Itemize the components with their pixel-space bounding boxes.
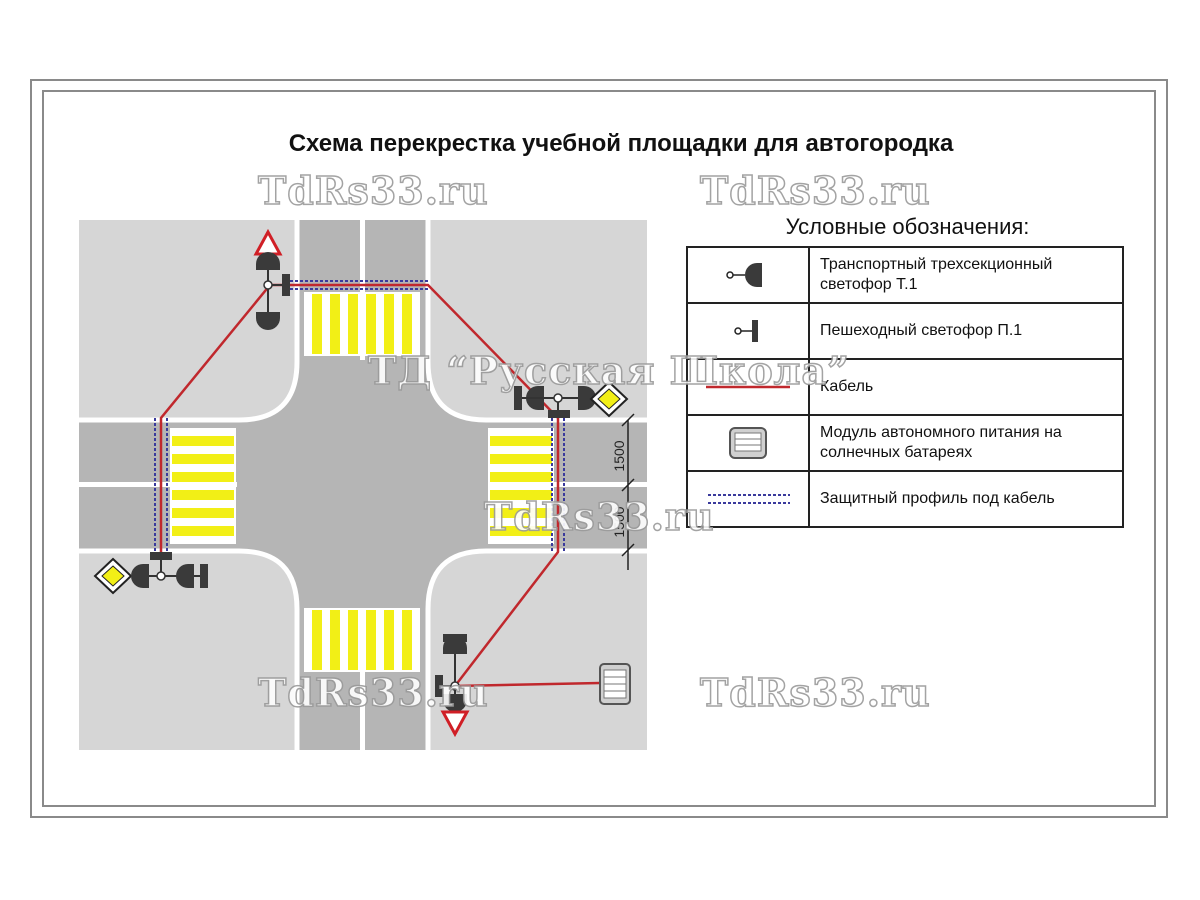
lane-divider [79, 482, 237, 487]
curb-line [79, 548, 300, 750]
junction [237, 360, 488, 611]
legend-symbol [686, 246, 810, 304]
legend-table: Транспортный трехсекционный светофор Т.1… [686, 246, 1124, 528]
legend-symbol [686, 302, 810, 360]
cable-line [159, 283, 601, 688]
legend-label: Кабель [808, 358, 1124, 416]
legend-row: Транспортный трехсекционный светофор Т.1 [686, 246, 1124, 304]
dimension-upper: 1500 [611, 440, 627, 471]
inner-frame [42, 90, 1156, 807]
legend-row: Кабель [686, 358, 1124, 416]
dimension-lower: 1500 [611, 506, 627, 537]
legend-row: Модуль автономного питания на солнечных … [686, 414, 1124, 472]
legend-symbol [686, 414, 810, 472]
page-title: Схема перекрестка учебной площадки для а… [288, 130, 954, 157]
cable-profile [154, 280, 565, 552]
zebra-right [488, 428, 554, 544]
traffic-light-top-left [253, 228, 290, 330]
dimension-lines [621, 413, 635, 570]
zebra-top [304, 292, 420, 356]
cable-profile-icon [708, 494, 790, 504]
legend-symbol [686, 358, 810, 416]
cable-line-icon [706, 385, 790, 389]
legend-label: Транспортный трехсекционный светофор Т.1 [808, 246, 1124, 304]
traffic-light-bottom [435, 634, 470, 738]
legend-row: Пешеходный светофор П.1 [686, 302, 1124, 360]
legend-row: Защитный профиль под кабель [686, 470, 1124, 528]
outer-frame [30, 79, 1168, 818]
zebra-left [170, 428, 236, 544]
curb-line [425, 548, 647, 750]
traffic-light-icon [726, 263, 762, 287]
legend-label: Пешеходный светофор П.1 [808, 302, 1124, 360]
pedestrian-light-icon [734, 320, 758, 342]
lane-divider [488, 482, 647, 487]
solar-module-icon [599, 663, 631, 705]
traffic-light-left [93, 552, 208, 595]
zebra-bottom [304, 608, 420, 672]
lane-divider [360, 611, 365, 750]
legend-label: Модуль автономного питания на солнечных … [808, 414, 1124, 472]
legend-label: Защитный профиль под кабель [808, 470, 1124, 528]
curb-line [79, 220, 300, 423]
legend-symbol [686, 470, 810, 528]
legend-heading: Условные обозначения: [785, 214, 1030, 239]
curb-line [425, 220, 647, 423]
traffic-light-right [514, 380, 629, 418]
solar-module-icon [729, 427, 767, 459]
